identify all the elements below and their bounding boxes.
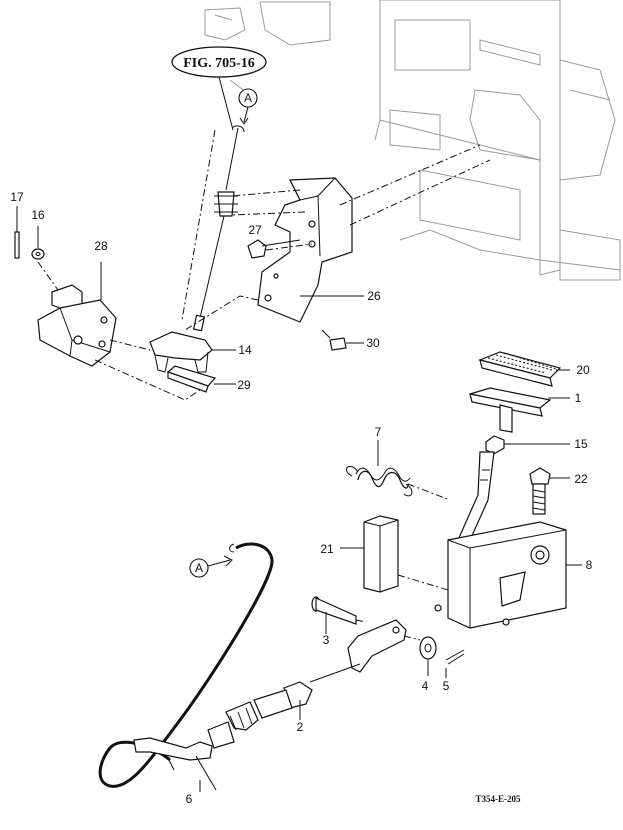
screw-30 — [321, 329, 364, 351]
label-part-7: 7 — [375, 425, 382, 439]
label-part-3: 3 — [323, 633, 330, 647]
pad-29 — [166, 365, 236, 393]
clevis-2 — [207, 619, 421, 749]
label-part-29: 29 — [237, 378, 251, 392]
bolt-22 — [529, 467, 570, 515]
block-21 — [340, 515, 449, 593]
label-part-2: 2 — [297, 720, 304, 734]
callout-a-top: A — [238, 88, 258, 125]
label-part-8: 8 — [586, 558, 593, 572]
clip-14 — [149, 331, 236, 373]
svg-text:A: A — [195, 561, 203, 575]
label-part-4: 4 — [422, 679, 429, 693]
pin-3 — [311, 596, 367, 634]
label-part-14: 14 — [238, 343, 252, 357]
bracket-26 — [184, 144, 491, 331]
rubber-pad-20 — [478, 351, 570, 387]
pedal-1 — [469, 387, 570, 433]
label-part-6: 6 — [186, 792, 193, 806]
label-part-16: 16 — [31, 208, 45, 222]
nut-15 — [485, 435, 570, 455]
washer-4 — [419, 636, 437, 676]
svg-text:A: A — [244, 91, 252, 105]
label-part-22: 22 — [574, 472, 588, 486]
pedal-arm-8 — [434, 451, 582, 629]
drawing-code: T354-E-205 — [476, 794, 522, 804]
mount-28 — [37, 261, 201, 401]
lower-cable-loop: A — [98, 542, 274, 792]
bolt-27 — [247, 239, 313, 259]
upper-cable — [181, 125, 245, 332]
label-part-5: 5 — [443, 679, 450, 693]
spring-7 — [346, 440, 451, 501]
label-part-17: 17 — [10, 190, 24, 204]
pin-17 — [14, 206, 20, 259]
label-part-1: 1 — [575, 391, 582, 405]
washer-16 — [31, 226, 45, 260]
label-part-21: 21 — [320, 542, 334, 556]
label-part-15: 15 — [574, 437, 588, 451]
label-part-20: 20 — [576, 363, 590, 377]
figure-reference-label: FIG. 705-16 — [183, 56, 255, 71]
label-part-27: 27 — [248, 223, 262, 237]
figure-reference[interactable]: FIG. 705-16 — [171, 46, 267, 78]
label-part-30: 30 — [366, 336, 380, 350]
label-part-26: 26 — [367, 289, 381, 303]
background-machine-outline — [204, 0, 621, 281]
label-part-28: 28 — [94, 239, 108, 253]
figure-leader-line — [218, 76, 234, 131]
cotter-5 — [445, 649, 465, 678]
